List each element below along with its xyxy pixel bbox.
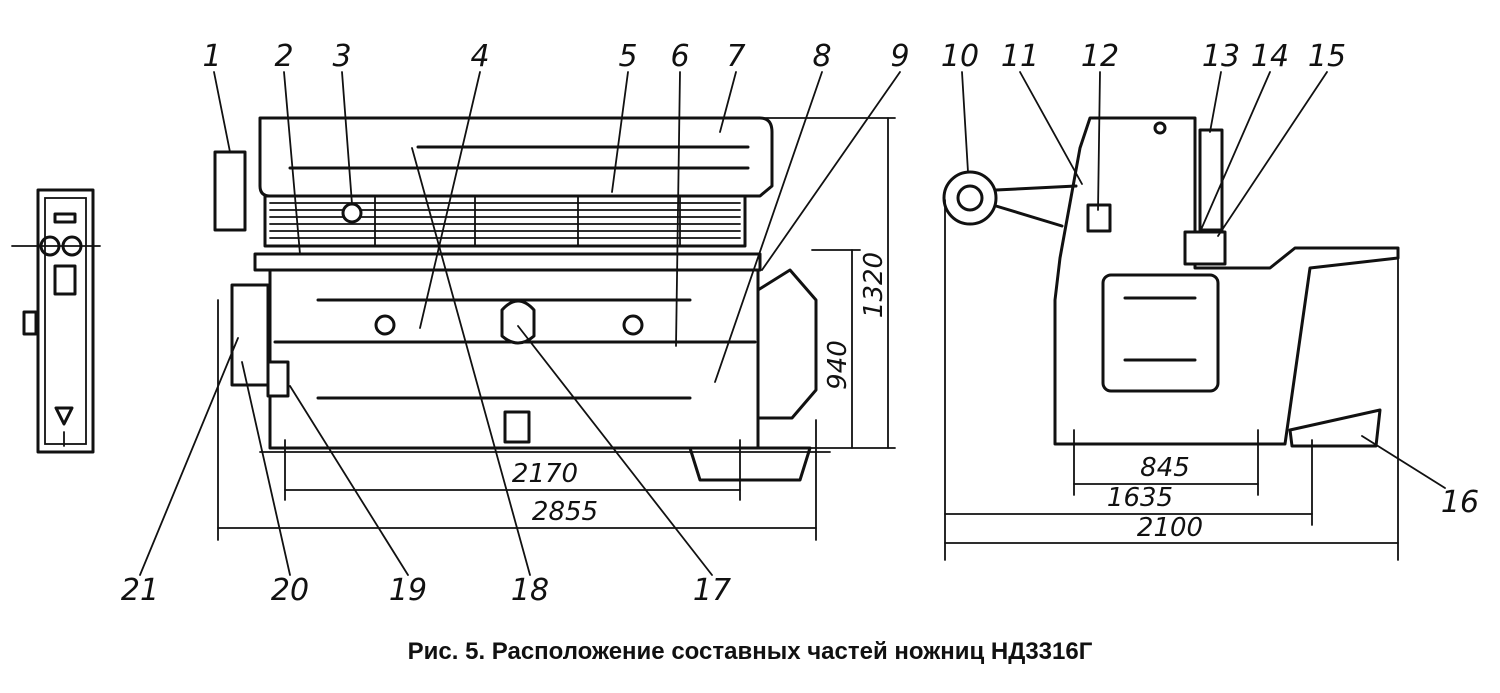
callout-16: 16: [1441, 485, 1479, 520]
callout-14: 14: [1251, 39, 1289, 74]
callout-20: 20: [271, 573, 309, 608]
callout-21: 21: [121, 573, 159, 608]
electrical-cabinet: [11, 188, 101, 454]
callout-3: 3: [332, 39, 351, 74]
callout-19: 19: [389, 573, 427, 608]
callout-10: 10: [941, 39, 979, 74]
dimension-lines: [217, 117, 1399, 561]
callout-2: 2: [274, 39, 293, 74]
front-view: [213, 116, 831, 482]
callout-8: 8: [812, 39, 831, 74]
dimension-2170: 2170: [512, 459, 578, 489]
callout-11: 11: [1001, 39, 1039, 74]
dimension-2855: 2855: [532, 497, 598, 527]
callout-17: 17: [693, 573, 731, 608]
callout-labels: 1 2 3 4 5 6 7 8 9 10 11 12 13 14 15 16 1…: [121, 39, 1479, 608]
callout-4: 4: [470, 39, 489, 74]
callout-5: 5: [618, 39, 637, 74]
dimension-values: 2170 2855 1320 940 845 1635 2100: [512, 252, 1203, 543]
callout-18: 18: [511, 573, 549, 608]
callout-1: 1: [202, 39, 221, 74]
dimension-1635: 1635: [1107, 483, 1173, 513]
leader-lines: [139, 71, 1446, 576]
callout-12: 12: [1081, 39, 1119, 74]
dimension-845: 845: [1140, 453, 1190, 483]
figure-caption: Рис. 5. Расположение составных частей но…: [407, 638, 1093, 665]
dimension-2100: 2100: [1137, 513, 1203, 543]
callout-7: 7: [726, 39, 745, 74]
callout-15: 15: [1308, 39, 1346, 74]
callout-6: 6: [670, 39, 689, 74]
side-view: [942, 116, 1400, 448]
dimension-940: 940: [823, 340, 853, 390]
callout-13: 13: [1202, 39, 1240, 74]
callout-9: 9: [890, 39, 909, 74]
dimension-1320: 1320: [859, 252, 889, 318]
